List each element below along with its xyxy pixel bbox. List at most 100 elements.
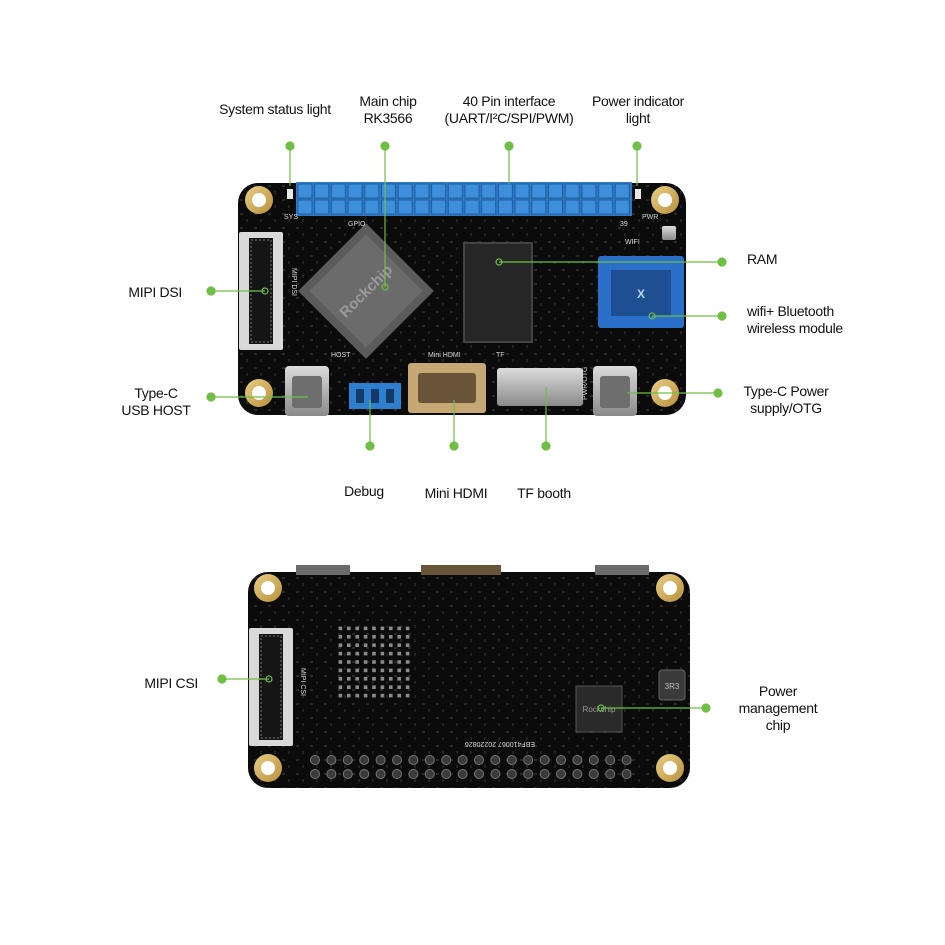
soc-pad [372,668,376,673]
soc-pad [347,677,351,681]
soc-pad [389,626,393,631]
soc-pad [397,660,401,664]
soc-pad [389,677,393,681]
pwr-led [635,189,641,199]
header-pin [314,183,330,199]
header-pin [431,183,447,199]
callout-line-40pin [504,141,514,184]
header-pin [497,199,513,215]
pin-hole [342,769,353,779]
label-debug: Debug [344,483,384,499]
soc-pad [355,643,359,647]
label-mipi-dsi: MIPI DSI [128,284,182,300]
tf-card-slot [497,368,583,406]
header-pin [347,199,363,215]
pin-hole [490,755,501,765]
pin-hole [408,755,419,765]
antenna-connector [662,226,676,240]
pin-hole [310,769,320,779]
soc-pad [397,693,401,698]
callout-line-typec-host [206,392,308,402]
soc-pad [338,651,343,656]
silk-coil: 3R3 [665,682,680,691]
soc-pad [397,677,401,681]
soc-pad [405,643,410,647]
pin-hole [523,755,534,765]
soc-pad [363,693,368,698]
label-system-status-light: System status light [219,101,331,117]
soc-pad [405,685,410,689]
soc-pad [347,685,351,689]
callout-line-mipi-dsi [206,286,269,296]
silk-host: HOST [331,352,351,359]
soc-pad [338,685,343,689]
header-pin [581,199,597,215]
soc-pad [355,635,359,639]
soc-pad [389,668,393,673]
callout-line-mipi-csi [217,674,273,684]
soc-pad [338,668,343,673]
header-pin [564,199,580,215]
pin-hole [621,769,632,779]
soc-pad [347,651,351,656]
soc-pad [338,635,343,639]
pin-hole [605,769,616,779]
pin-header-holes [310,755,632,779]
header-pin [297,183,313,199]
soc-pad [405,693,410,698]
sys-led [287,189,293,199]
header-pin [381,183,396,199]
mipi-csi-connector [249,628,293,746]
pin-hole [457,755,468,765]
pin-hole [474,755,484,765]
callout-line-ram [495,257,727,267]
ram-chip [463,242,533,343]
soc-pad [372,660,376,664]
label-mini-hdmi: Mini HDMI [424,485,488,501]
header-pin [330,183,346,199]
pin-hole [359,769,370,779]
soc-pad [397,651,401,656]
pin-hole [457,769,468,779]
callout-line-typec-power [627,388,723,398]
soc-pad [355,651,359,656]
header-pin [314,199,330,215]
soc-pad [380,651,385,656]
soc-pad [355,685,359,689]
label-typec-power: Type-C Power supply/OTG [743,383,829,416]
inductor-coil [658,669,686,701]
pin-hole [424,755,435,765]
soc-pad [355,693,359,698]
soc-pad [380,635,385,639]
wifi-bt-module: X [598,256,684,328]
soc-pad [372,626,376,631]
soc-pad [363,685,368,689]
header-pin [464,183,480,199]
soc-pad [405,677,410,681]
soc-pad [389,651,393,656]
pin-hole [375,755,386,765]
pin-hole [556,755,566,765]
pin-hole [474,769,484,779]
soc-pad [397,643,401,647]
header-pin [514,183,530,199]
soc-pad [372,635,376,639]
callout-line-pmic [597,703,711,713]
soc-pad [338,643,343,647]
pin-hole [572,769,583,779]
bottom-board: Rockchip 3R3 MIPI CSI EBF410067 20220826 [248,565,690,788]
label-ram: RAM [747,251,778,267]
silk-mini-hdmi: Mini HDMI [428,352,461,359]
soc-pad [397,668,401,673]
header-pin [330,199,346,215]
bottom-mounting-holes [254,574,684,782]
header-pin [364,183,380,199]
soc-pad [338,626,343,631]
soc-pad [380,677,385,681]
header-pin [564,183,580,199]
bottom-board-pcb [248,572,690,788]
debug-header [349,383,401,409]
callout-line-mini-hdmi [449,400,459,451]
pin-hole [392,769,402,779]
silk-sys: SYS [284,214,298,221]
